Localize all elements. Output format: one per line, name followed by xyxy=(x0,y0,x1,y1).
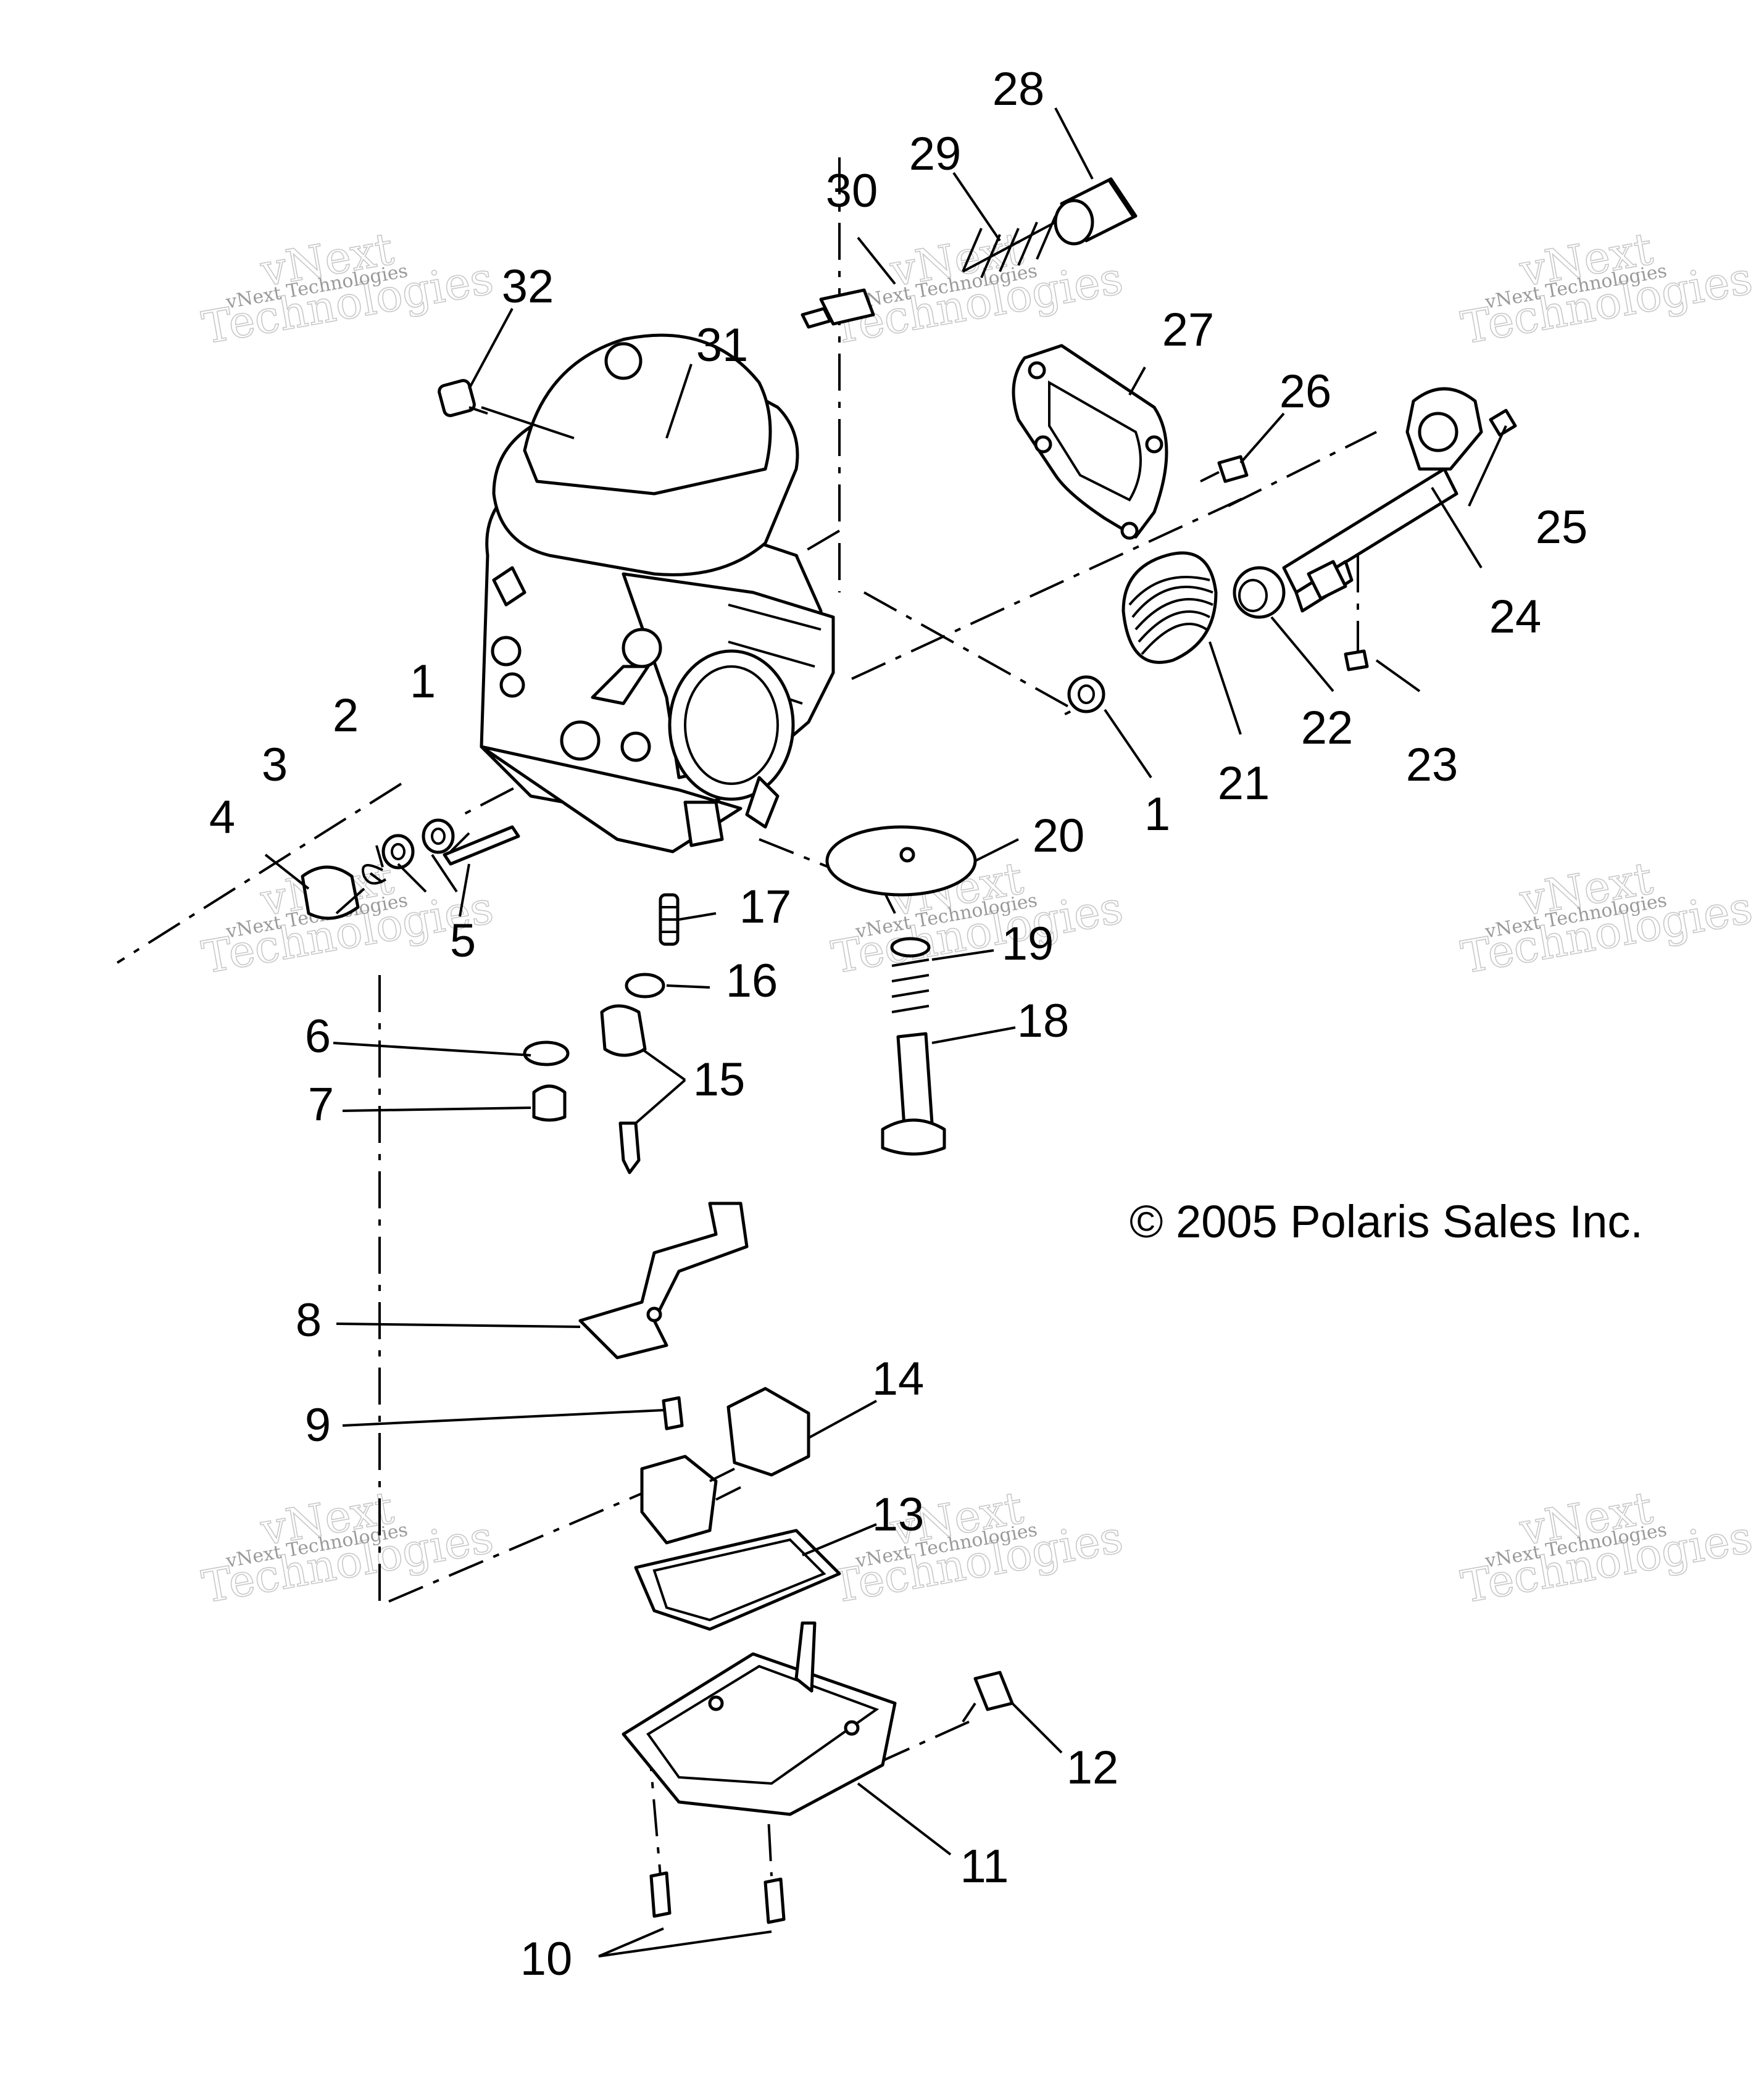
callout-27: 27 xyxy=(1162,304,1215,356)
part-19-spring xyxy=(890,937,931,1013)
callout-3: 3 xyxy=(262,739,288,791)
part-25-nut xyxy=(1489,409,1517,437)
watermark-mid-right: vNext Technologies vNext Technologies xyxy=(1457,852,1756,984)
callout-15: 15 xyxy=(693,1053,746,1106)
part-30-pilot-jet xyxy=(801,288,875,329)
callout-17: 17 xyxy=(739,881,792,933)
callout-12: 12 xyxy=(1067,1742,1119,1794)
callout-31: 31 xyxy=(696,319,749,372)
part-29-spring xyxy=(962,215,1057,278)
callout-6: 6 xyxy=(305,1010,331,1063)
part-17-jet xyxy=(659,893,680,946)
callout-8: 8 xyxy=(296,1294,322,1347)
callout-21: 21 xyxy=(1218,757,1270,810)
part-13-gasket xyxy=(634,1529,841,1631)
callout-24: 24 xyxy=(1489,591,1542,643)
part-8-bracket xyxy=(578,1202,749,1360)
part-7-screw xyxy=(532,1084,567,1122)
callout-7: 7 xyxy=(308,1078,334,1131)
callout-29: 29 xyxy=(909,128,962,180)
part-15-needle-valve xyxy=(600,1004,647,1174)
part-16-oring xyxy=(625,973,665,999)
watermark-low-right: vNext Technologies vNext Technologies xyxy=(1457,1481,1756,1614)
part-20-throttle-plate xyxy=(825,825,977,897)
callout-16: 16 xyxy=(726,955,778,1007)
callout-32: 32 xyxy=(502,260,554,313)
part-10-screws xyxy=(649,1871,786,1924)
callout-28: 28 xyxy=(992,63,1045,115)
callout-1a: 1 xyxy=(410,655,436,708)
callout-18: 18 xyxy=(1017,995,1070,1047)
callout-2: 2 xyxy=(333,689,359,742)
part-5-shaft xyxy=(443,825,520,866)
part-26-screw xyxy=(1200,455,1249,483)
part-21-spring xyxy=(1121,551,1218,664)
part-18-screw xyxy=(881,1032,946,1156)
part-27-cover-gasket xyxy=(1012,344,1168,540)
part-3-clip xyxy=(362,864,387,885)
leader-lines xyxy=(264,107,1507,1958)
watermark-low-center: vNext Technologies vNext Technologies xyxy=(827,1481,1126,1614)
part-24-throttle-shaft xyxy=(1282,387,1483,613)
part-22-bushing xyxy=(1233,566,1286,619)
part-4-cap xyxy=(301,865,360,920)
callout-30: 30 xyxy=(826,165,878,217)
copyright-notice: © 2005 Polaris Sales Inc. xyxy=(1130,1196,1643,1247)
watermark-top-left: vNext Technologies vNext Technologies xyxy=(198,222,497,355)
part-11-float-bowl xyxy=(622,1621,897,1816)
callout-22: 22 xyxy=(1301,702,1354,754)
part-14-float xyxy=(640,1387,810,1545)
callout-11: 11 xyxy=(960,1840,1009,1893)
callout-23: 23 xyxy=(1406,739,1458,791)
part-28-plug xyxy=(1054,177,1138,246)
callout-26: 26 xyxy=(1279,365,1332,418)
watermark-top-right: vNext Technologies vNext Technologies xyxy=(1457,222,1756,355)
part-9-screw xyxy=(662,1396,684,1431)
part-23-screw xyxy=(1344,649,1369,671)
callout-10: 10 xyxy=(520,1933,573,1985)
watermark-low-left: vNext Technologies vNext Technologies xyxy=(198,1481,497,1614)
part-6-washer xyxy=(523,1040,570,1066)
callout-25: 25 xyxy=(1536,501,1588,554)
callout-20: 20 xyxy=(1033,810,1085,862)
callout-9: 9 xyxy=(305,1399,331,1451)
callout-1b: 1 xyxy=(1144,788,1170,841)
callout-4: 4 xyxy=(209,791,235,844)
part-1-washer-right xyxy=(1067,675,1105,713)
part-32-screw xyxy=(438,379,488,417)
carburetor-body xyxy=(480,333,835,853)
callout-19: 19 xyxy=(1002,918,1054,970)
callout-13: 13 xyxy=(872,1489,925,1541)
callout-numbers: 28 29 30 32 31 27 26 25 24 22 23 21 1 20… xyxy=(209,63,1587,1985)
callout-5: 5 xyxy=(450,915,476,967)
part-2-washer xyxy=(381,834,415,870)
part-1-washer-left xyxy=(422,818,455,854)
assembly-lines xyxy=(116,157,1377,1877)
callout-14: 14 xyxy=(872,1353,925,1405)
part-12-drain-screw xyxy=(962,1671,1014,1723)
